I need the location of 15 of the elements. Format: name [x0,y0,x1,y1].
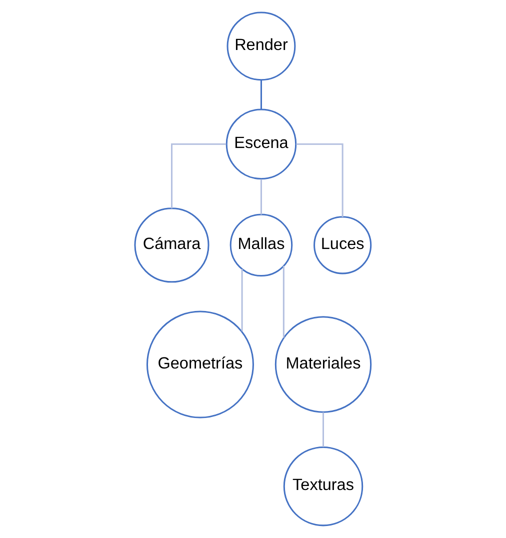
connector [260,80,262,110]
connector [282,266,284,338]
connector [296,143,344,218]
connector [260,179,262,215]
connector [170,143,226,208]
node-circle: Geometrías [146,310,254,418]
node-circle: Escena [226,108,297,180]
node-circle: Materiales [274,316,372,413]
connector [322,412,324,447]
node-circle: Mallas [230,214,293,277]
node-circle: Luces [314,216,372,274]
node-circle: Cámara [134,208,210,283]
connector [241,269,243,332]
node-circle: Render [226,12,296,81]
node-circle: Texturas [283,446,364,526]
